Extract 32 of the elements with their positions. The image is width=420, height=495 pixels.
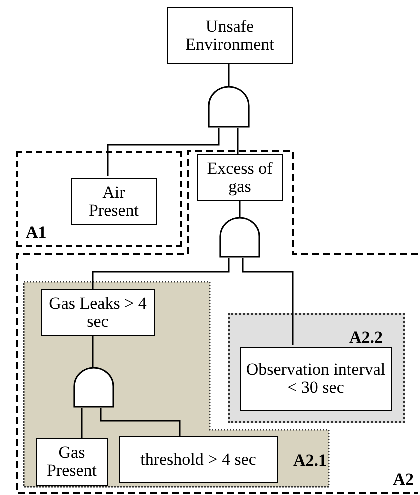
event-box <box>71 178 157 225</box>
event-box <box>167 7 293 64</box>
event-text: Gas Leaks > 4 sec <box>48 294 148 330</box>
event-box <box>240 347 392 411</box>
event-text: threshold > 4 sec <box>140 450 256 468</box>
connector-line <box>107 128 220 176</box>
connector-line <box>228 64 230 86</box>
event-box <box>197 154 283 201</box>
connector-line <box>92 336 94 367</box>
connector-line <box>100 408 181 436</box>
event-box <box>36 438 108 486</box>
connector-line <box>92 258 230 289</box>
and-gate <box>73 367 115 408</box>
region-label: A2.2 <box>349 329 383 346</box>
and-gate <box>219 217 261 258</box>
event-text: Unsafe Environment <box>184 18 276 54</box>
region-boundary <box>16 150 418 494</box>
event-box <box>119 436 278 483</box>
region-label: A2 <box>393 471 414 488</box>
region-label: A2.1 <box>293 452 327 469</box>
event-text: Gas Present <box>46 444 98 480</box>
region-boundary <box>228 313 405 423</box>
connector-line <box>237 128 239 154</box>
event-text: Excess of gas <box>206 160 274 196</box>
region-label: A1 <box>26 224 47 241</box>
and-gate <box>208 86 250 128</box>
connector-line <box>81 408 83 438</box>
connector-line <box>242 258 294 345</box>
event-box <box>41 289 155 336</box>
event-text: Air Present <box>88 184 140 220</box>
connector-line <box>239 201 241 217</box>
event-text: Observation interval < 30 sec <box>245 361 387 397</box>
